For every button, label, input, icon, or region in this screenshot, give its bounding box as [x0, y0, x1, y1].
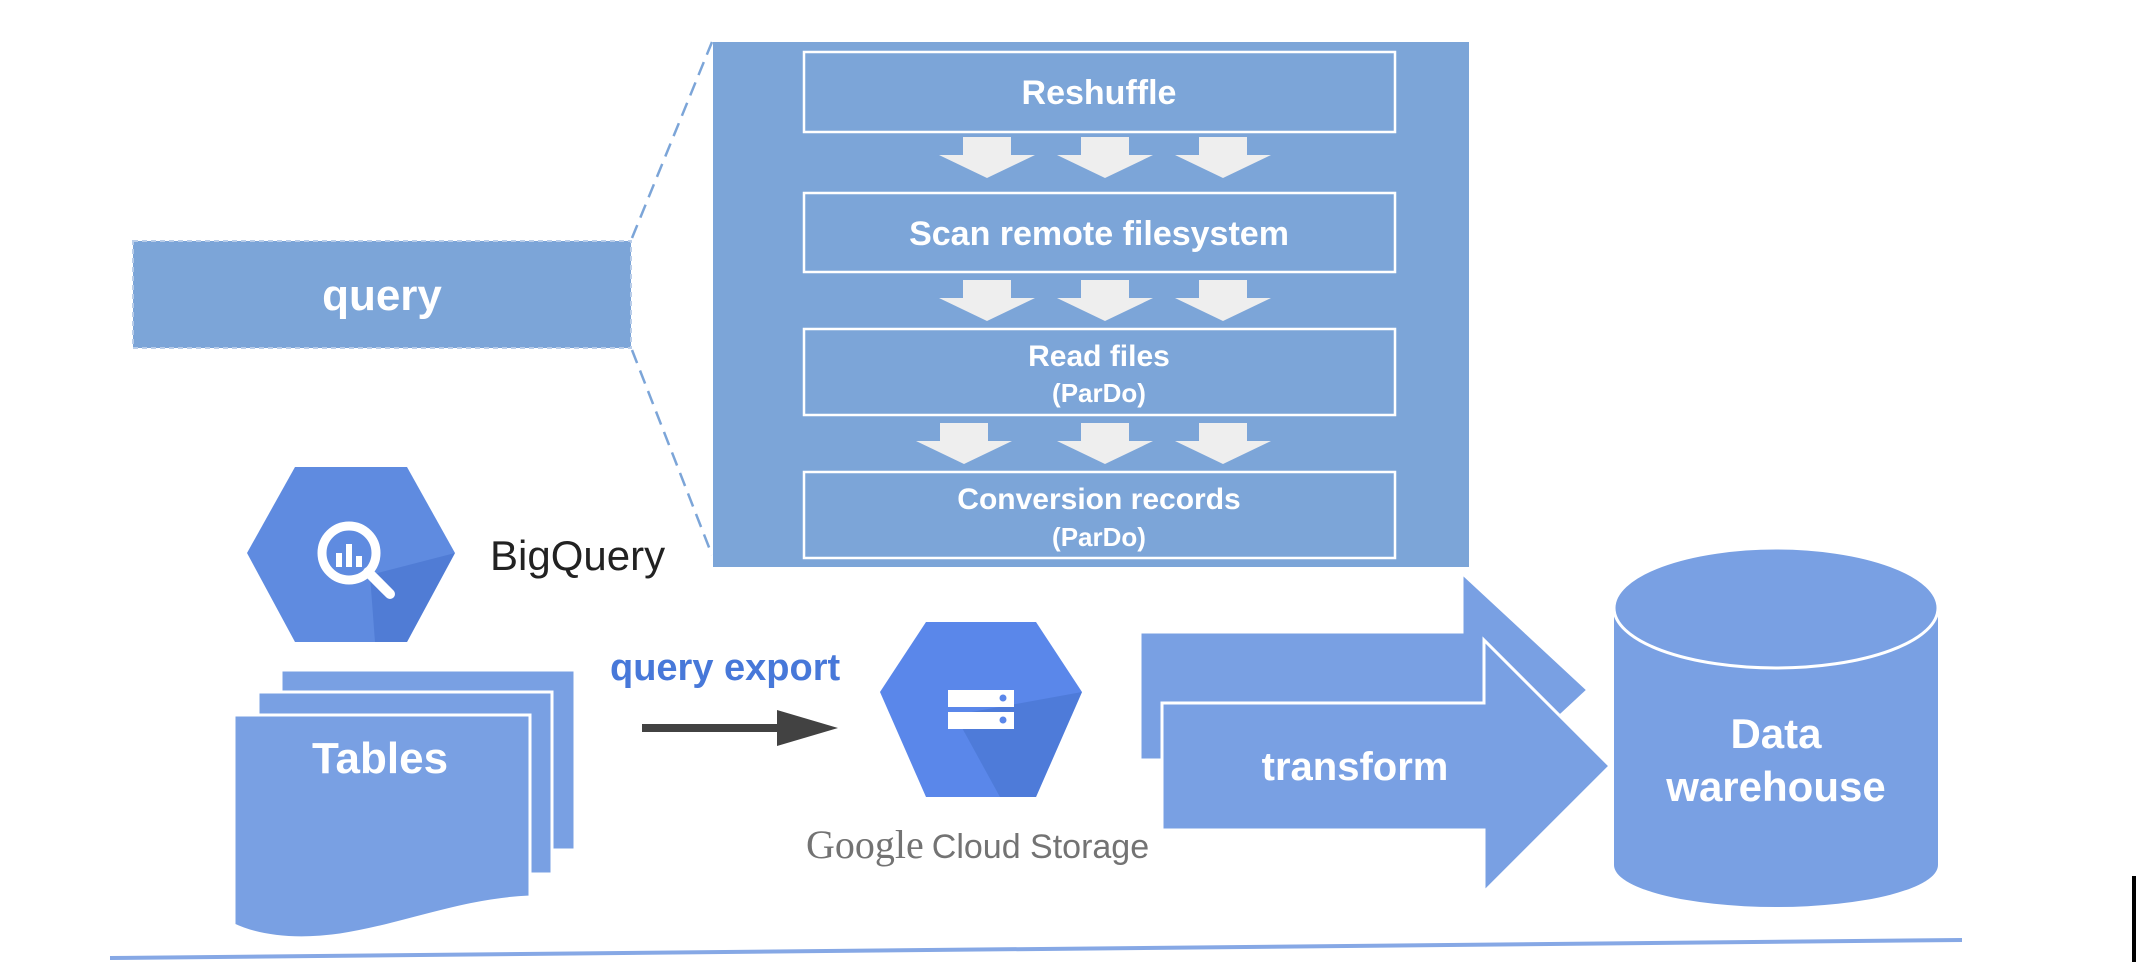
- right-edge-bar: [2132, 876, 2136, 962]
- down-arrow-icon: [1057, 423, 1153, 464]
- cylinder-body: [1614, 608, 1938, 907]
- flow-arrows-3: [916, 423, 1271, 464]
- zoom-line-bottom: [630, 349, 714, 556]
- baseline-divider: [109, 938, 1963, 960]
- down-arrow-icon: [1057, 137, 1153, 178]
- tables-stack: [232, 668, 577, 940]
- flow-arrows-1: [939, 137, 1271, 178]
- query-export-label: query export: [610, 647, 841, 689]
- gcs-brand: Google: [806, 822, 924, 867]
- step-scan-box: [802, 191, 1397, 274]
- step-read-box: [802, 327, 1397, 417]
- bigquery-logo: [247, 467, 455, 642]
- data-warehouse-cylinder: [1612, 546, 1940, 907]
- down-arrow-icon: [1175, 423, 1271, 464]
- step-conversion-box: [802, 470, 1397, 560]
- down-arrow-icon: [939, 137, 1035, 178]
- tables-label: Tables: [312, 734, 448, 783]
- transform-arrow: [1138, 569, 1613, 896]
- warehouse-label-line2: warehouse: [1665, 763, 1885, 810]
- bigquery-label: BigQuery: [490, 532, 665, 579]
- query-label: query: [322, 271, 442, 320]
- gcs-logo: [880, 622, 1082, 797]
- step-read-subtitle: (ParDo): [1052, 378, 1146, 408]
- storage-server-icon: [948, 690, 1014, 729]
- step-reshuffle-title: Reshuffle: [1022, 74, 1177, 112]
- down-arrow-icon: [1175, 137, 1271, 178]
- bigquery-magnifier-icon: [317, 521, 395, 599]
- query-box: [132, 240, 632, 349]
- step-scan-title: Scan remote filesystem: [909, 215, 1289, 253]
- export-arrow: [642, 710, 838, 746]
- step-conversion-subtitle: (ParDo): [1052, 522, 1146, 552]
- transform-label: transform: [1262, 745, 1449, 789]
- cylinder-top: [1612, 546, 1940, 670]
- bigquery-hex-shadow: [370, 553, 455, 642]
- flow-arrows-2: [939, 280, 1271, 321]
- table-sheet-front: [232, 713, 532, 940]
- down-arrow-icon: [916, 423, 1012, 464]
- step-reshuffle-box: [802, 50, 1397, 134]
- step-conversion-title: Conversion records: [957, 483, 1240, 516]
- warehouse-label-line1: Data: [1730, 710, 1822, 757]
- zoom-line-top: [630, 41, 714, 239]
- transform-arrow-front: [1160, 636, 1613, 896]
- down-arrow-icon: [1175, 280, 1271, 321]
- down-arrow-icon: [1057, 280, 1153, 321]
- right-arrow-icon: [777, 710, 838, 746]
- gcs-product: Cloud Storage: [932, 828, 1149, 866]
- down-arrow-icon: [939, 280, 1035, 321]
- step-read-title: Read files: [1028, 340, 1170, 373]
